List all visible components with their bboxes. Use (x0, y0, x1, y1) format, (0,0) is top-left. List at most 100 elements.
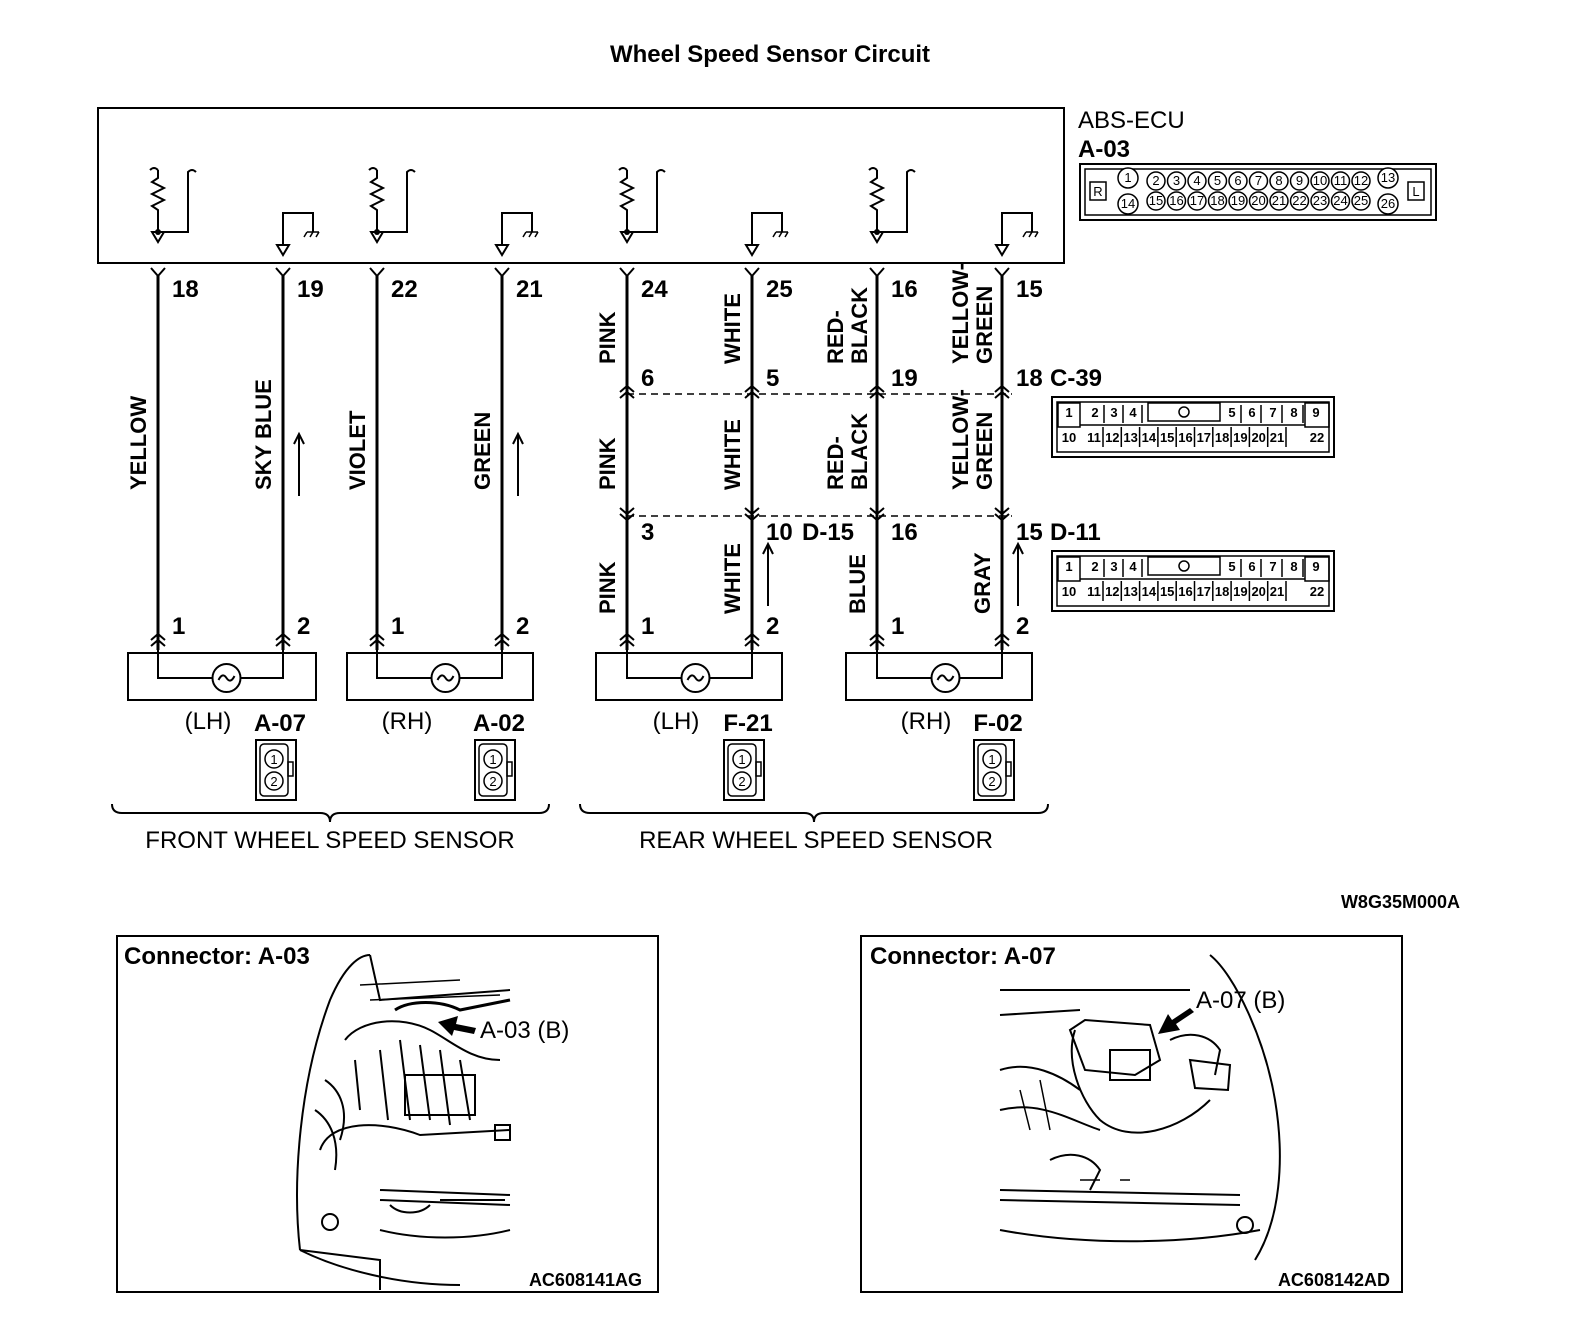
svg-text:19: 19 (1233, 430, 1247, 445)
ecu-pin-11: 11 (1330, 171, 1351, 191)
svg-text:13: 13 (1123, 430, 1137, 445)
wire-color-upper-4: PINK (595, 311, 620, 364)
ecu-pin-20: 20 (1248, 191, 1269, 211)
ecu-input-resistor-2 (368, 167, 416, 244)
svg-text:10: 10 (1313, 173, 1327, 188)
abs-ecu-box (97, 107, 1065, 264)
connector-panel-a07: Connector: A-07 AC608142AD A-07 (B) (860, 935, 1403, 1293)
wire-color-mid-4: PINK (595, 437, 620, 490)
ecu-pin-22: 22 (1289, 191, 1310, 211)
c39-pin-label-18: 18 (1016, 365, 1043, 392)
panel-a03-code: AC608141AG (529, 1270, 642, 1290)
svg-text:2: 2 (738, 774, 745, 789)
svg-text:10: 10 (1062, 584, 1076, 599)
svg-text:8: 8 (1275, 173, 1282, 188)
ecu-pin-6: 6 (1228, 171, 1248, 191)
sensor-pin-label-3: 2 (516, 613, 529, 640)
svg-text:16: 16 (1178, 584, 1192, 599)
svg-text:4: 4 (1129, 559, 1137, 574)
ecu-pin-25: 25 (1351, 191, 1371, 211)
rear-group-brace (579, 803, 1049, 823)
ecu-pin-2: 2 (1146, 171, 1166, 191)
diagram-title: Wheel Speed Sensor Circuit (610, 41, 930, 68)
ecu-pin-4: 4 (1187, 171, 1207, 191)
junction-c39-label: C-39 (1050, 365, 1102, 392)
svg-text:2: 2 (1091, 559, 1098, 574)
ecu-pin-19: 19 (1228, 191, 1248, 211)
svg-text:17: 17 (1197, 430, 1211, 445)
svg-text:6: 6 (1234, 173, 1241, 188)
ecu-pin-18: 18 (1207, 191, 1228, 211)
ecu-pin-label-15: 15 (1016, 276, 1043, 303)
ecu-input-resistor-4 (868, 167, 916, 244)
d-pin-label-15: 15 (1016, 519, 1043, 546)
svg-text:20: 20 (1251, 193, 1265, 208)
svg-text:1: 1 (988, 752, 995, 767)
engine-bay-illustration-a03 (296, 954, 511, 1290)
ecu-pin-label-24: 24 (641, 276, 668, 303)
ecu-pin-23: 23 (1310, 191, 1330, 211)
sensor-pin-label-4: 1 (641, 613, 654, 640)
svg-text:11: 11 (1334, 173, 1348, 188)
sensor-side-3: (RH) (901, 708, 952, 735)
svg-text:13: 13 (1123, 584, 1137, 599)
svg-text:21: 21 (1272, 193, 1286, 208)
svg-text:3: 3 (1110, 559, 1117, 574)
ecu-pin-14: 14 (1117, 193, 1139, 215)
ecu-pin-1: 1 (1117, 167, 1139, 189)
svg-text:20: 20 (1251, 584, 1265, 599)
svg-text:18: 18 (1215, 584, 1229, 599)
svg-text:24: 24 (1333, 193, 1347, 208)
d-pin-label-10: 10 (766, 519, 793, 546)
ecu-ground-1 (275, 212, 320, 257)
sensor-pin-label-1: 2 (297, 613, 310, 640)
svg-text:1: 1 (1124, 170, 1131, 185)
svg-text:1: 1 (738, 752, 745, 767)
svg-text:15: 15 (1149, 193, 1163, 208)
ecu-ground-4 (994, 212, 1039, 257)
svg-text:5: 5 (1228, 405, 1235, 420)
svg-text:2: 2 (1091, 405, 1098, 420)
diagram-code: W8G35M000A (1341, 892, 1460, 912)
wire-color-lower-7: GRAY (970, 552, 995, 614)
panel-a03-title: Connector: A-03 (124, 943, 310, 970)
wire-color-mid-7: YELLOW-GREEN (948, 389, 997, 490)
svg-text:14: 14 (1142, 430, 1157, 445)
svg-text:7: 7 (1255, 173, 1262, 188)
ecu-pin-7: 7 (1248, 171, 1269, 191)
ecu-pin-15: 15 (1146, 191, 1166, 211)
svg-text:21: 21 (1270, 584, 1284, 599)
svg-text:14: 14 (1121, 196, 1135, 211)
svg-text:21: 21 (1270, 430, 1284, 445)
svg-text:12: 12 (1105, 430, 1119, 445)
ecu-input-resistor-3 (618, 167, 666, 244)
d-pin-label-3: 3 (641, 519, 654, 546)
svg-text:1: 1 (489, 752, 496, 767)
wire-21: 21 2 GREEN (470, 267, 543, 650)
svg-text:25: 25 (1354, 193, 1368, 208)
svg-text:5: 5 (1228, 559, 1235, 574)
panel-a03-callout: A-03 (B) (480, 1017, 569, 1044)
svg-text:9: 9 (1312, 559, 1319, 574)
svg-text:12: 12 (1105, 584, 1119, 599)
wire-color-upper-5: WHITE (720, 293, 745, 364)
ecu-pin-5: 5 (1207, 171, 1228, 191)
svg-text:10: 10 (1062, 430, 1076, 445)
wire-color-1: SKY BLUE (251, 379, 276, 490)
ecu-pin-label-21: 21 (516, 276, 543, 303)
ecu-ground-3 (744, 212, 789, 257)
wire-color-3: GREEN (470, 412, 495, 490)
ecu-pin-21: 21 (1269, 191, 1289, 211)
svg-text:7: 7 (1269, 559, 1276, 574)
svg-text:20: 20 (1251, 430, 1265, 445)
junction-d15-label: D-15 (802, 519, 854, 546)
sensor-pin-label-7: 2 (1016, 613, 1029, 640)
